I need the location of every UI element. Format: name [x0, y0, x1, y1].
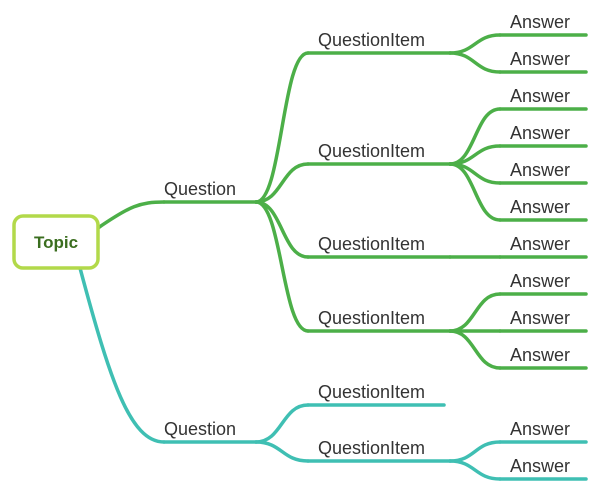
topic-to-question-line [78, 266, 166, 444]
answer-label[interactable]: Answer [510, 12, 570, 32]
question-to-item-line [254, 200, 310, 333]
item-to-answer-line [448, 51, 502, 74]
question-label[interactable]: Question [164, 419, 236, 439]
question-to-item-line [254, 200, 310, 259]
answer-label[interactable]: Answer [510, 271, 570, 291]
answer-label[interactable]: Answer [510, 123, 570, 143]
question-item-label[interactable]: QuestionItem [318, 308, 425, 328]
question-item-label[interactable]: QuestionItem [318, 141, 425, 161]
topic-label: Topic [34, 233, 78, 252]
question-to-item-line [254, 440, 310, 463]
item-to-answer-line [448, 459, 502, 481]
topic-box [12, 214, 100, 270]
answer-label[interactable]: Answer [510, 345, 570, 365]
topic-node[interactable]: Topic [12, 214, 100, 270]
answer-label[interactable]: Answer [510, 456, 570, 476]
answer-label[interactable]: Answer [510, 160, 570, 180]
question-to-item-line [254, 162, 310, 204]
question-item-label[interactable]: QuestionItem [318, 438, 425, 458]
connector-lines [78, 33, 588, 481]
question-label[interactable]: Question [164, 179, 236, 199]
item-to-answer-line [448, 33, 502, 55]
answer-label[interactable]: Answer [510, 234, 570, 254]
question-item-label[interactable]: QuestionItem [318, 382, 425, 402]
item-to-answer-line [448, 292, 502, 333]
question-item-label[interactable]: QuestionItem [318, 234, 425, 254]
topic-to-question-line [96, 200, 166, 230]
item-to-answer-line [448, 162, 502, 222]
question-item-label[interactable]: QuestionItem [318, 30, 425, 50]
answer-label[interactable]: Answer [510, 49, 570, 69]
answer-label[interactable]: Answer [510, 419, 570, 439]
question-to-item-line [254, 51, 310, 204]
question-to-item-line [254, 403, 310, 444]
item-to-answer-line [448, 440, 502, 463]
answer-label[interactable]: Answer [510, 86, 570, 106]
node-labels: QuestionQuestionItemAnswerAnswerQuestion… [164, 12, 570, 476]
item-to-answer-line [448, 329, 502, 370]
answer-label[interactable]: Answer [510, 308, 570, 328]
answer-label[interactable]: Answer [510, 197, 570, 217]
